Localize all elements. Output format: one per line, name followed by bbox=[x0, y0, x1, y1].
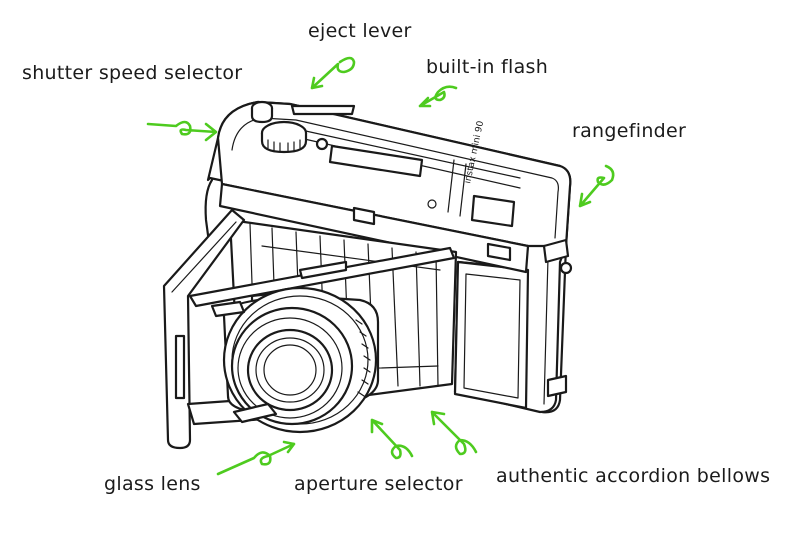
glass-lens-label: glass lens bbox=[104, 473, 201, 495]
aperture-selector-label: aperture selector bbox=[294, 473, 463, 495]
aperture-selector-arrow bbox=[370, 418, 414, 460]
shutter-speed-selector-arrow bbox=[146, 120, 218, 142]
eject-lever-arrow bbox=[310, 56, 356, 90]
shutter-speed-selector-label: shutter speed selector bbox=[22, 62, 243, 84]
rangefinder-label: rangefinder bbox=[572, 120, 687, 142]
eject-lever-label: eject lever bbox=[308, 20, 412, 42]
built-in-flash-label: built-in flash bbox=[426, 56, 549, 78]
bellows-arrow bbox=[430, 410, 478, 456]
lens-assembly bbox=[210, 286, 380, 434]
glass-lens-arrow bbox=[216, 440, 296, 476]
built-in-flash-arrow bbox=[418, 85, 458, 108]
rangefinder-arrow bbox=[578, 164, 615, 208]
authentic-accordion-bellows-label: authentic accordion bellows bbox=[496, 465, 771, 487]
callout-arrows bbox=[146, 56, 615, 476]
